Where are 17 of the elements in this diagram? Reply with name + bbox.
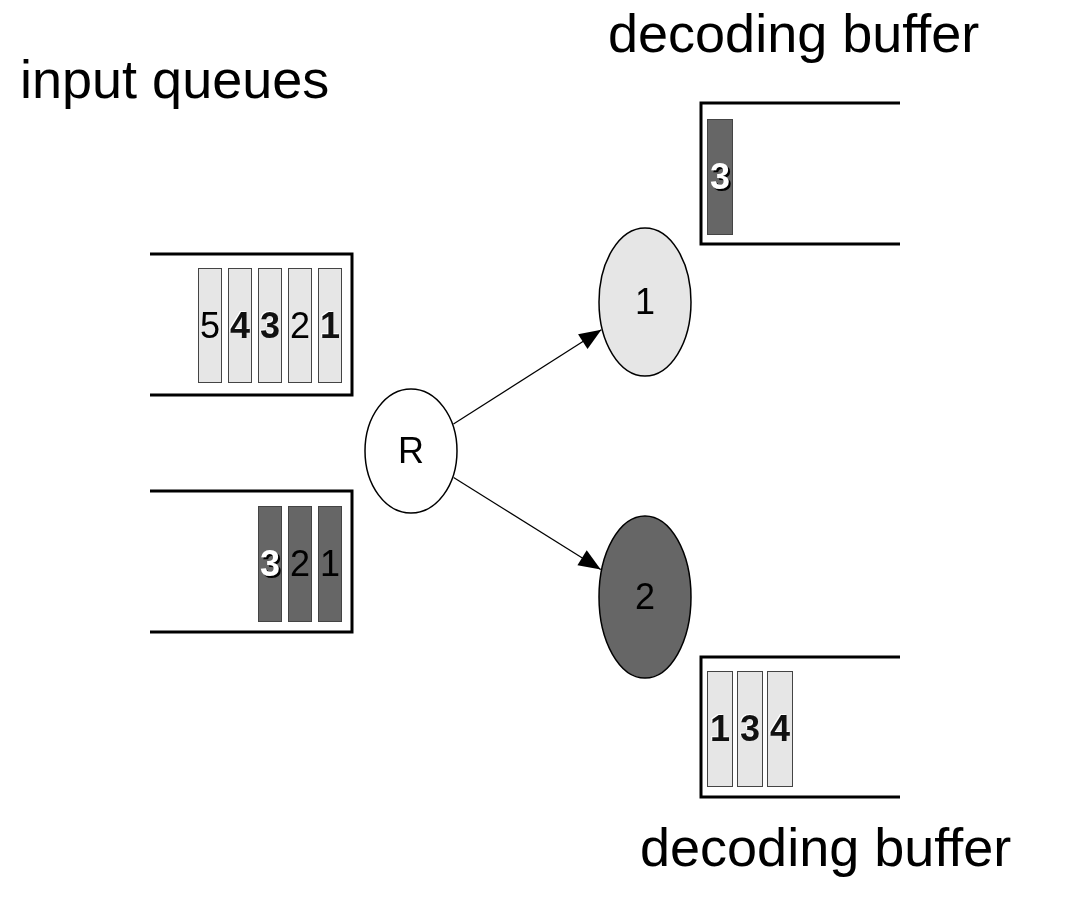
packet: 3 [258,506,282,622]
packet: 2 [288,268,312,383]
router-ellipse: 2 [598,515,692,679]
packet: 5 [198,268,222,383]
packet: 3 [737,671,763,787]
packet: 3 [707,119,733,235]
arrow [452,329,602,425]
packet: 1 [707,671,733,787]
router-ellipse: 1 [598,227,692,377]
router-ellipse: R [364,388,458,514]
arrow [453,477,602,570]
packet: 3 [258,268,282,383]
packet: 1 [318,268,342,383]
packet: 1 [318,506,342,622]
packet: 4 [228,268,252,383]
packet: 2 [288,506,312,622]
packet: 4 [767,671,793,787]
